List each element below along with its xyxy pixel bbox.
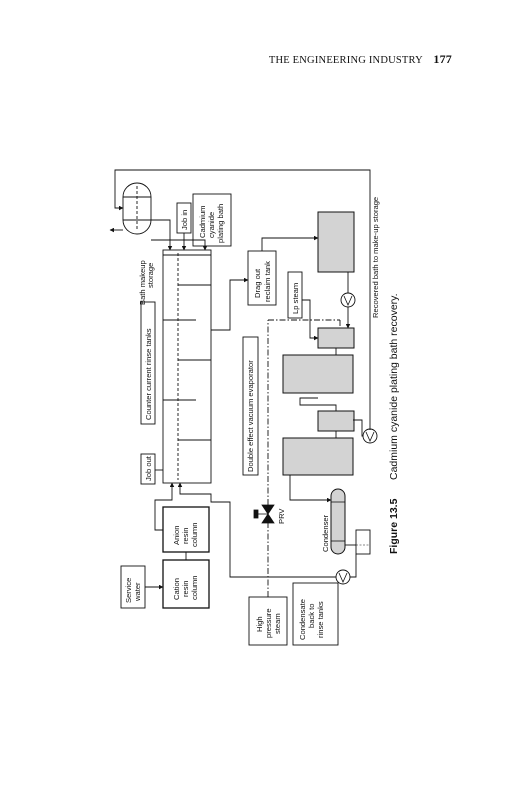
label-job-in: Job in [180, 210, 189, 230]
label-anion-2: resin [181, 528, 190, 544]
label-condenser: Condenser [321, 514, 330, 552]
prv-valve [253, 504, 275, 524]
label-condensate-1: Condensate [298, 599, 307, 640]
label-cation-1: Cation [172, 578, 181, 600]
label-hp-steam-2: pressure [264, 608, 273, 638]
cadmium-bath-box [192, 193, 232, 247]
label-cadmium-1: Cadmium [198, 206, 207, 239]
running-title: THE ENGINEERING INDUSTRY [268, 55, 423, 66]
label-job-out: Job out [144, 455, 153, 481]
figure-number: Figure 13.5 [388, 498, 400, 554]
label-service-water-2: water [133, 582, 142, 602]
label-prv: PRV [277, 508, 286, 524]
label-anion-1: Anion [172, 526, 181, 545]
label-bath-makeup-storage-1: Bath makeup [138, 260, 147, 305]
label-condensate-3: rinse tanks [316, 601, 325, 638]
diagram-labels: Bath makeup storage Job in Cadmium cyani… [124, 197, 380, 640]
label-cadmium-2: cyanide [207, 212, 216, 238]
rinse-tank-block [162, 249, 212, 484]
job-out-box [140, 453, 156, 485]
condensate-box [292, 582, 339, 646]
evaporator-body-2 [282, 437, 354, 476]
page-number: 177 [433, 52, 452, 66]
label-drag-out-1: Drag out [253, 268, 262, 298]
label-rinse-tanks: Counter current rinse tanks [144, 328, 153, 420]
figure-caption: Cadmium cyanide plating bath recovery. [388, 293, 400, 480]
evaporator-label-box [242, 336, 259, 476]
evaporator-separator-top [317, 327, 355, 349]
label-bath-makeup-storage-2: storage [146, 263, 155, 288]
label-cadmium-3: plating bath [216, 204, 225, 243]
label-service-water-1: Service [124, 578, 133, 603]
condenser-vessel [330, 488, 346, 555]
lp-steam-box [287, 271, 303, 319]
label-hp-steam-1: High [255, 616, 264, 632]
label-anion-3: column [190, 523, 199, 547]
label-cation-3: column [190, 576, 199, 600]
label-cation-2: resin [181, 581, 190, 597]
running-header: THE ENGINEERING INDUSTRY 177 [0, 52, 452, 67]
label-recovered-bath: Recovered bath to make-up storage [371, 197, 380, 318]
label-lp-steam: Lp steam [291, 283, 300, 314]
recovered-bath-tank [317, 211, 355, 273]
label-hp-steam-3: steam [273, 613, 282, 634]
label-drag-out-2: reclaim tank [263, 261, 272, 302]
evaporator-separator-bottom [317, 410, 355, 432]
rinse-tanks-label-box [140, 301, 156, 425]
condensate-tank [355, 529, 371, 555]
evaporator-body-1 [282, 354, 354, 394]
label-evaporator: Double effect vacuum evaporator [246, 360, 255, 472]
label-condensate-2: back to [307, 604, 316, 628]
